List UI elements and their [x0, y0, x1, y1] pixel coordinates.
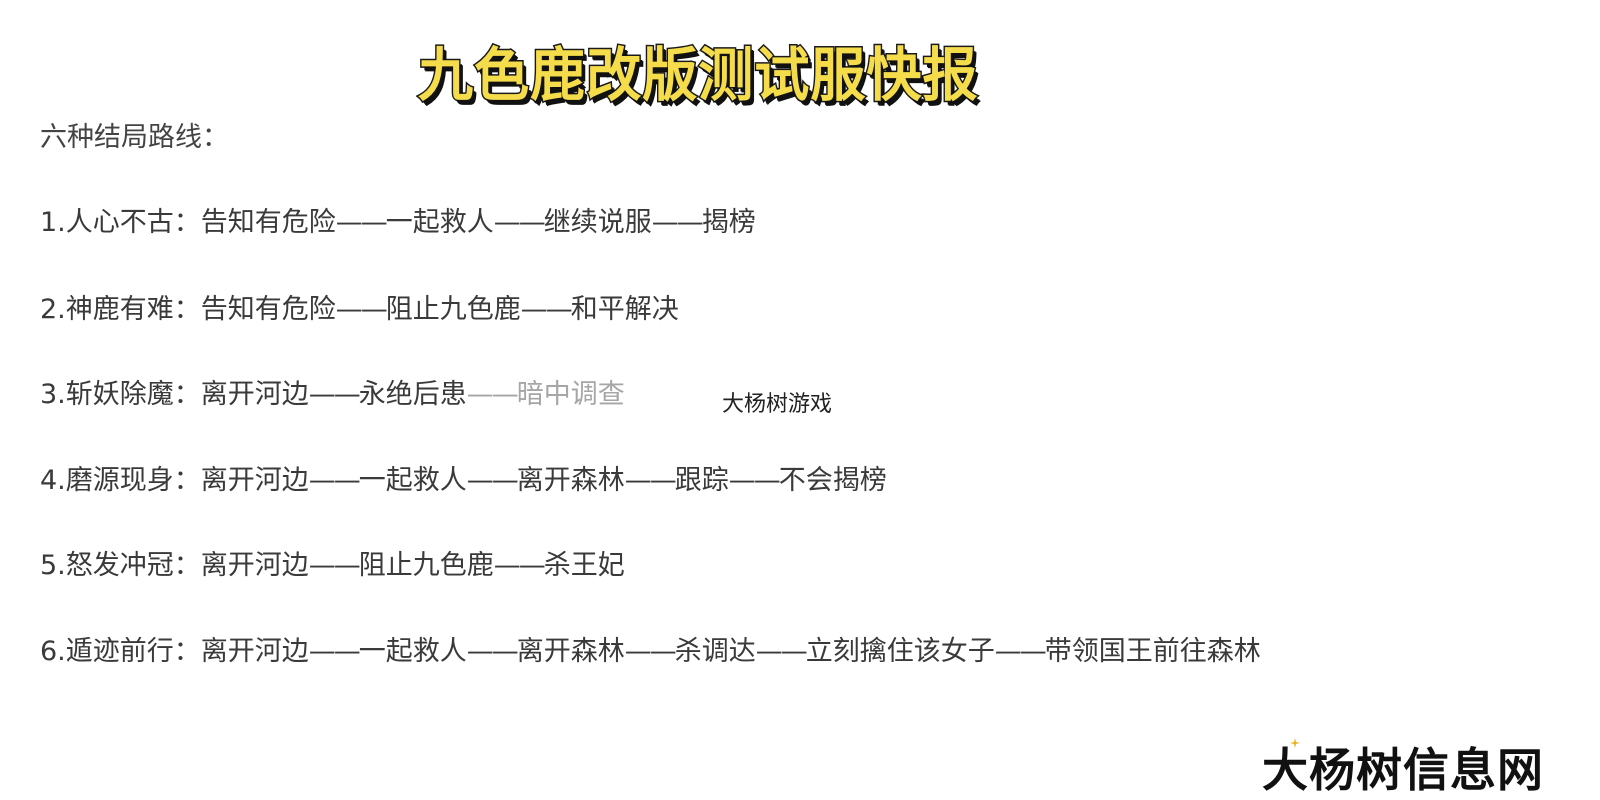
route-step: 暗中调查	[516, 379, 625, 410]
route-step: 阻止九色鹿	[358, 550, 494, 581]
dash: ——	[624, 465, 677, 496]
dash: ——	[466, 379, 519, 410]
route-step: 离开森林	[516, 465, 625, 496]
route-step: 和平解决	[570, 294, 679, 325]
route-step: 揭榜	[701, 207, 756, 238]
route-number: 3.	[40, 379, 66, 410]
route-number: 4.	[40, 465, 66, 496]
site-logo: 大杨树信息网	[1262, 743, 1544, 797]
separator: ：	[173, 465, 201, 496]
route-number: 1.	[40, 207, 66, 238]
dash: ——	[728, 465, 781, 496]
route-step: 一起救人	[385, 207, 494, 238]
sparkle-icon	[1290, 738, 1300, 748]
dash: ——	[994, 636, 1047, 667]
route-number: 2.	[40, 294, 66, 325]
route-name: 遁迹前行	[65, 636, 174, 667]
dash: ——	[308, 379, 361, 410]
section-heading: 六种结局路线：	[40, 122, 229, 153]
route-step: 一起救人	[358, 465, 467, 496]
watermark-text: 大杨树游戏	[722, 392, 833, 417]
route-step: 离开河边	[200, 379, 309, 410]
route-name: 斩妖除魔	[65, 379, 174, 410]
route-step: 离开河边	[200, 636, 309, 667]
separator: ：	[173, 550, 201, 581]
dash: ——	[308, 550, 361, 581]
dash: ——	[466, 636, 519, 667]
route-step: 告知有危险	[200, 294, 336, 325]
route-step: 永绝后患	[358, 379, 467, 410]
separator: ：	[173, 207, 201, 238]
dash: ——	[651, 207, 704, 238]
dash: ——	[493, 207, 546, 238]
route-name: 磨源现身	[65, 465, 174, 496]
route-5: 5.怒发冲冠：离开河边——阻止九色鹿——杀王妃	[40, 543, 625, 582]
route-step: 立刻擒住该女子	[805, 636, 995, 667]
route-step: 离开河边	[200, 465, 309, 496]
route-3: 3.斩妖除魔：离开河边——永绝后患——暗中调查	[40, 372, 625, 411]
dash: ——	[493, 550, 546, 581]
dash: ——	[308, 465, 361, 496]
route-2: 2.神鹿有难：告知有危险——阻止九色鹿——和平解决	[40, 287, 679, 326]
dash: ——	[624, 636, 677, 667]
dash: ——	[308, 636, 361, 667]
route-step: 不会揭榜	[778, 465, 887, 496]
separator: ：	[173, 379, 201, 410]
separator: ：	[173, 636, 201, 667]
route-step: 阻止九色鹿	[385, 294, 521, 325]
dash: ——	[466, 465, 519, 496]
route-1: 1.人心不古：告知有危险——一起救人——继续说服——揭榜	[40, 200, 756, 239]
route-4: 4.磨源现身：离开河边——一起救人——离开森林——跟踪——不会揭榜	[40, 458, 887, 497]
route-step: 杀调达	[674, 636, 756, 667]
route-step: 继续说服	[543, 207, 652, 238]
route-step: 带领国王前往森林	[1044, 636, 1261, 667]
route-number: 6.	[40, 636, 66, 667]
dash: ——	[520, 294, 573, 325]
route-step: 告知有危险	[200, 207, 336, 238]
route-name: 怒发冲冠	[65, 550, 174, 581]
dash: ——	[335, 207, 388, 238]
page-title: 九色鹿改版测试服快报	[417, 40, 979, 111]
route-step: 杀王妃	[543, 550, 625, 581]
route-name: 神鹿有难	[65, 294, 174, 325]
separator: ：	[173, 294, 201, 325]
route-name: 人心不古	[65, 207, 174, 238]
route-6: 6.遁迹前行：离开河边——一起救人——离开森林——杀调达——立刻擒住该女子——带…	[40, 629, 1261, 668]
route-step: 离开河边	[200, 550, 309, 581]
route-step: 跟踪	[674, 465, 729, 496]
route-step: 一起救人	[358, 636, 467, 667]
dash: ——	[755, 636, 808, 667]
route-step: 离开森林	[516, 636, 625, 667]
route-number: 5.	[40, 550, 66, 581]
dash: ——	[335, 294, 388, 325]
